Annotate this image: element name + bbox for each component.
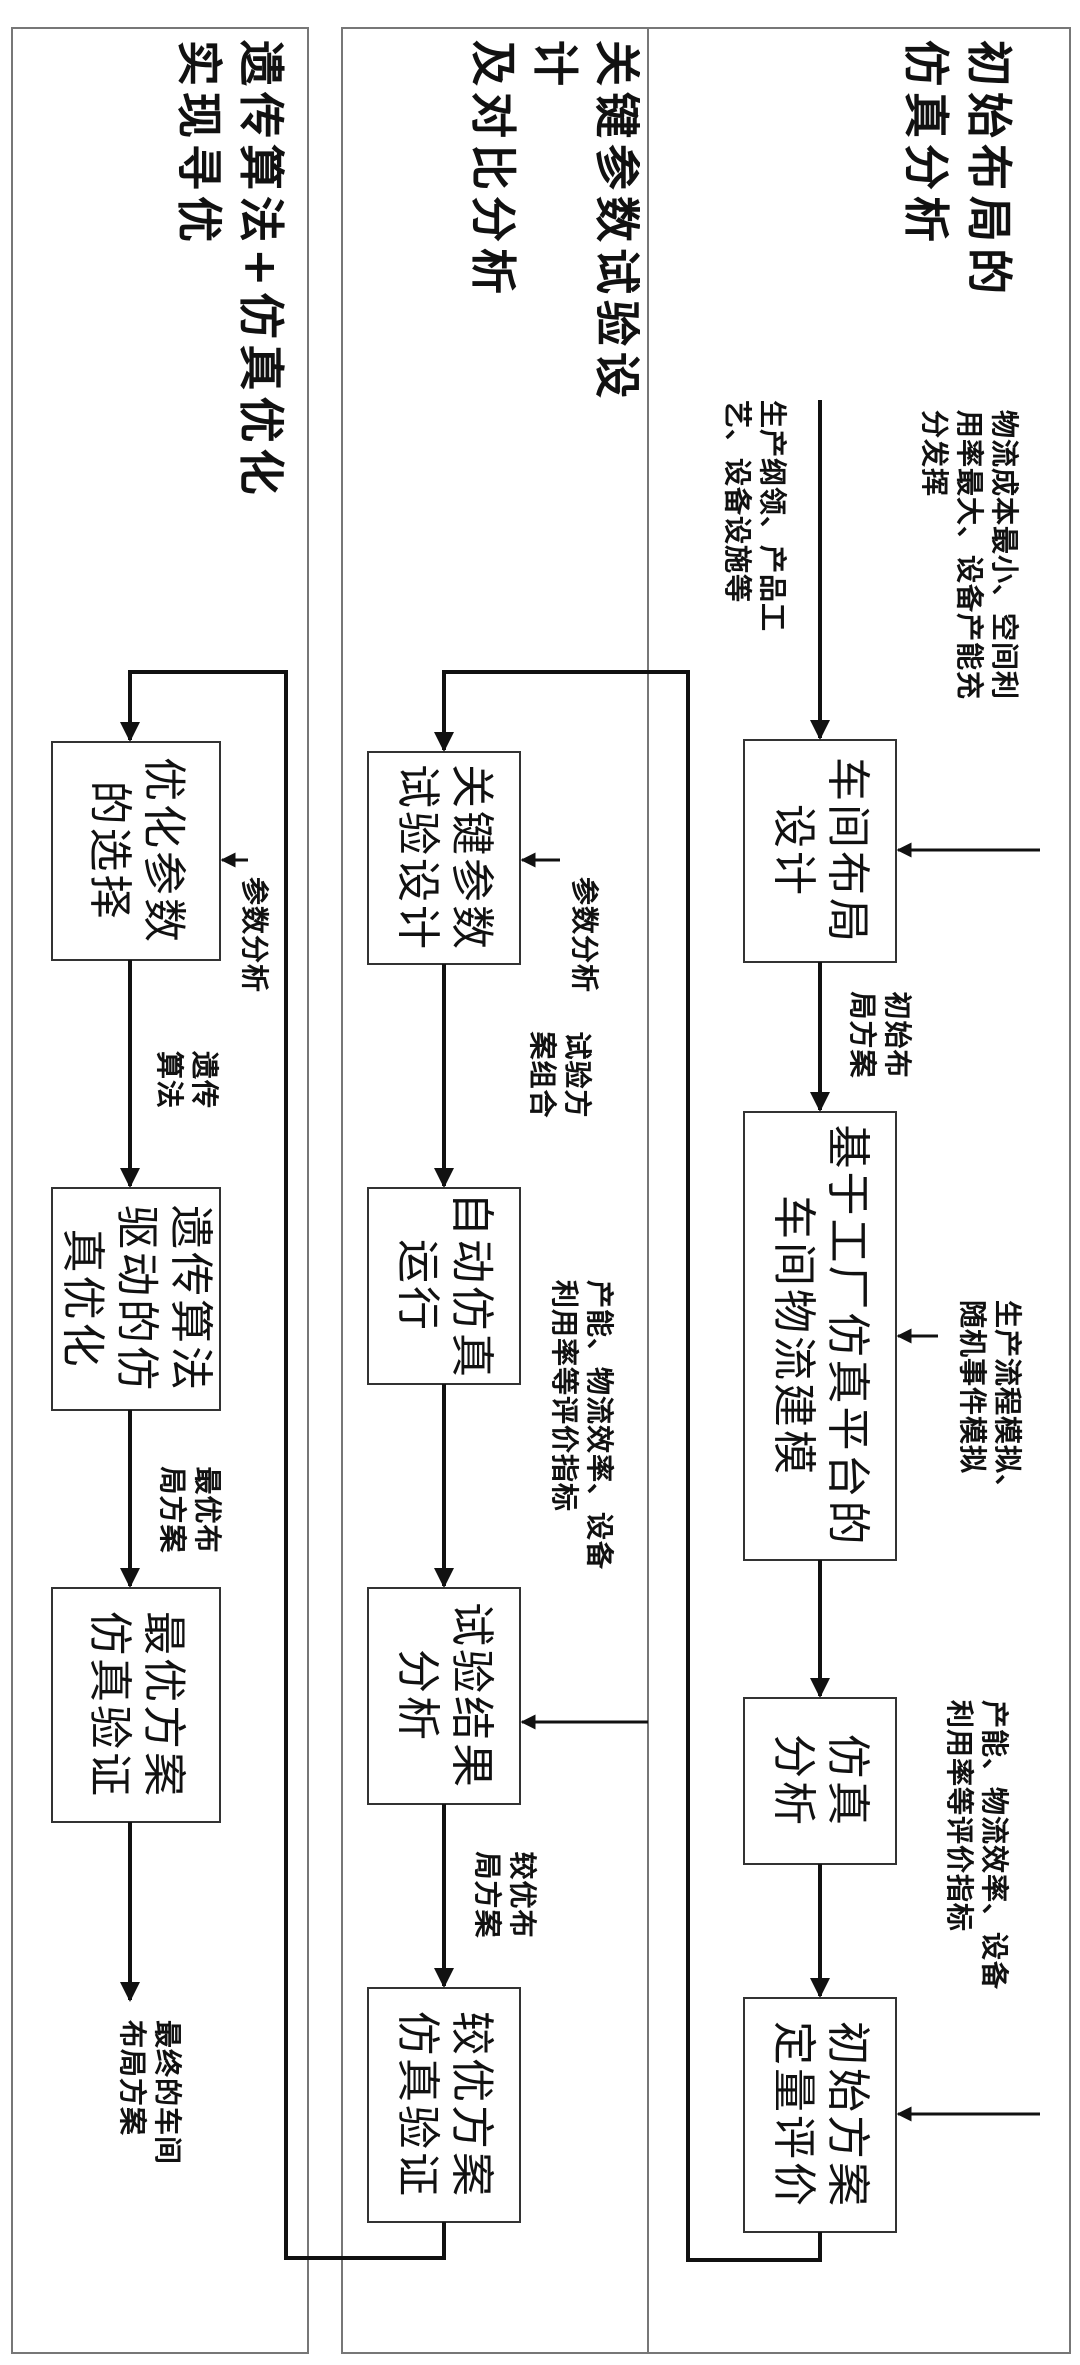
label-process-sim: 生产流程模拟、 随机事件模拟 <box>956 1300 1024 1504</box>
label-param-analysis-mid: 参数分析 <box>568 876 602 993</box>
label-param-analysis-left: 参数分析 <box>238 876 272 993</box>
label-inputs: 生产纲领、产品工 艺、设备设施等 <box>721 400 789 633</box>
label-metrics-mid: 产能、物流效率、设备 利用率等评价指标 <box>548 1280 617 1571</box>
node-better-plan-verify: 较优方案 仿真验证 <box>392 2011 497 2199</box>
label-final-layout: 最终的车间 布局方案 <box>116 2020 184 2166</box>
node-factory-sim-model: 基于工厂仿真平台的 车间物流建模 <box>768 1124 873 1548</box>
node-box-auto-sim-run <box>367 1187 521 1385</box>
node-box-best-plan-verify <box>51 1587 221 1823</box>
node-box-workshop-layout <box>743 739 897 963</box>
label-initial-layout: 初始布 局方案 <box>846 991 914 1079</box>
node-auto-sim-run: 自动仿真 运行 <box>392 1192 497 1380</box>
node-box-sim-analysis <box>743 1697 897 1865</box>
label-objectives: 物流成本最小、空间利 用率最大、设备产能充 分发挥 <box>918 410 1022 701</box>
node-workshop-layout: 车间布局 设计 <box>768 757 873 945</box>
node-key-param-doe: 关键参数 试验设计 <box>392 764 497 952</box>
label-doe-combos: 试验方 案组合 <box>526 1031 594 1119</box>
node-initial-quant-eval: 初始方案 定量评价 <box>768 2021 873 2209</box>
node-opt-param-select: 优化参数 的选择 <box>84 757 189 945</box>
node-box-key-param-doe <box>367 751 521 965</box>
node-box-initial-quant-eval <box>743 1997 897 2233</box>
node-best-plan-verify: 最优方案 仿真验证 <box>84 1611 189 1799</box>
label-metrics-top: 产能、物流效率、设备 利用率等评价指标 <box>943 1700 1012 1991</box>
lane-title-initial: 初始布局的 仿真分析 <box>899 40 1016 300</box>
node-box-ga-driven-sim <box>51 1187 221 1411</box>
node-box-opt-param-select <box>51 741 221 961</box>
lane-title-ga: 遗传算法+仿真优化 实现寻优 <box>172 40 289 501</box>
label-best-layout: 最优布 局方案 <box>156 1466 224 1554</box>
node-box-better-plan-verify <box>367 1987 521 2223</box>
lane-border-doe <box>341 27 649 2354</box>
label-ga: 遗传 算法 <box>153 1050 222 1109</box>
node-box-result-analysis <box>367 1587 521 1805</box>
label-better-layout: 较优布 局方案 <box>471 1851 539 1939</box>
node-result-analysis: 试验结果 分析 <box>392 1602 497 1790</box>
node-ga-driven-sim: 遗传算法 驱动的仿 真优化 <box>57 1205 216 1393</box>
lane-title-doe: 关键参数试验设计 及对比分析 <box>470 40 640 404</box>
lane-border-ga <box>11 27 309 2354</box>
node-sim-analysis: 仿真 分析 <box>768 1734 873 1828</box>
arrow-eval-to-doe <box>434 670 822 2262</box>
arrow-verify-to-opt <box>120 670 446 2260</box>
